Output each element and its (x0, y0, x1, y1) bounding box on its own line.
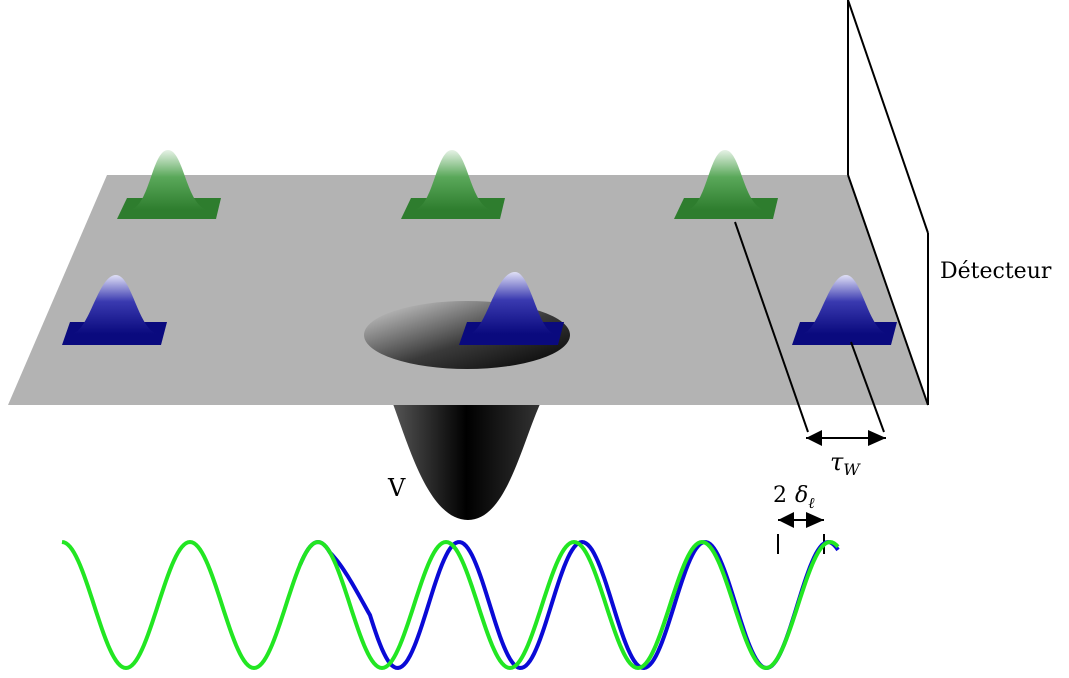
green-packet-1 (117, 150, 221, 219)
blue-wave (298, 539, 840, 671)
tau-label: τW (830, 448, 861, 479)
potential-well (393, 404, 540, 520)
potential-label: V (387, 474, 406, 502)
blue-packet-3 (792, 275, 897, 345)
blue-packet-1 (62, 275, 167, 345)
guide-line-green (734, 221, 809, 433)
green-packet-3 (674, 150, 778, 219)
green-wave (61, 539, 840, 671)
blue-packet-2 (459, 272, 564, 345)
guide-line-blue (850, 341, 885, 433)
detector-screen (847, 0, 929, 406)
detector-label: Détecteur (940, 259, 1052, 284)
green-packet-2 (401, 150, 505, 219)
propagation-plane (8, 175, 928, 405)
